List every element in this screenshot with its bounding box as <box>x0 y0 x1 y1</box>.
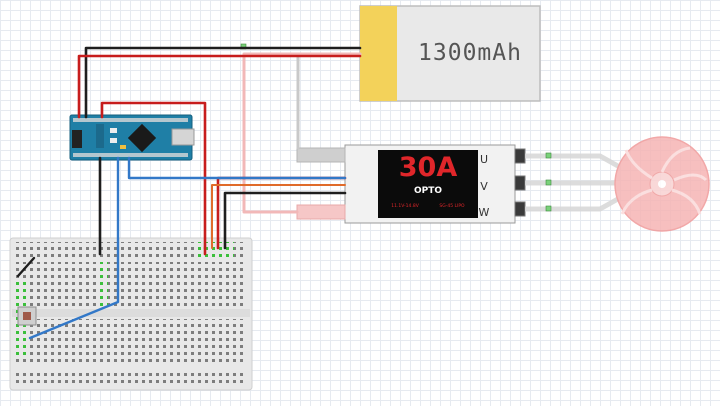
breadboard-upper-strip <box>16 262 246 307</box>
esc-power-wire-neg <box>296 147 346 163</box>
esc-phase-v-label: V <box>480 180 488 193</box>
push-button-cap <box>23 312 31 320</box>
brushless-motor <box>525 136 710 232</box>
push-button <box>17 306 37 326</box>
esc-rating-label: 30A <box>399 152 458 183</box>
esc-label-panel <box>378 150 478 218</box>
breadboard-highlight-rail <box>198 242 234 259</box>
arduino-nano <box>69 114 195 161</box>
battery-tab <box>360 6 397 101</box>
breadboard-lower-strip <box>16 319 246 364</box>
esc-output-connector <box>514 201 526 217</box>
esc-spec-left: 11.1V-14.8V <box>391 203 419 209</box>
battery-capacity-label: 1300mAh <box>418 40 522 66</box>
lipo-battery: 1300mAh <box>359 5 541 102</box>
breadboard-channel <box>12 309 250 317</box>
esc-output-connector <box>514 148 526 164</box>
esc-controller: 30A OPTO 11.1V-14.8V SG-45 LIPO U V W <box>296 144 526 224</box>
esc-phase-w-label: W <box>479 206 490 219</box>
breadboard <box>9 237 253 391</box>
breadboard-bottom-rail-1 <box>16 369 246 377</box>
esc-power-wire-pos <box>296 204 346 220</box>
breadboard-top-rail-2 <box>16 251 246 259</box>
wiring <box>16 46 362 340</box>
usb-port <box>171 128 195 146</box>
esc-type-label: OPTO <box>414 186 442 196</box>
esc-spec-right: SG-45 LIPO <box>439 203 465 209</box>
esc-phase-u-label: U <box>480 153 488 166</box>
breadboard-highlight-column <box>100 262 108 307</box>
breadboard-top-rail-1 <box>16 242 246 250</box>
esc-output-connector <box>514 175 526 191</box>
breadboard-bottom-rail-2 <box>16 378 246 386</box>
